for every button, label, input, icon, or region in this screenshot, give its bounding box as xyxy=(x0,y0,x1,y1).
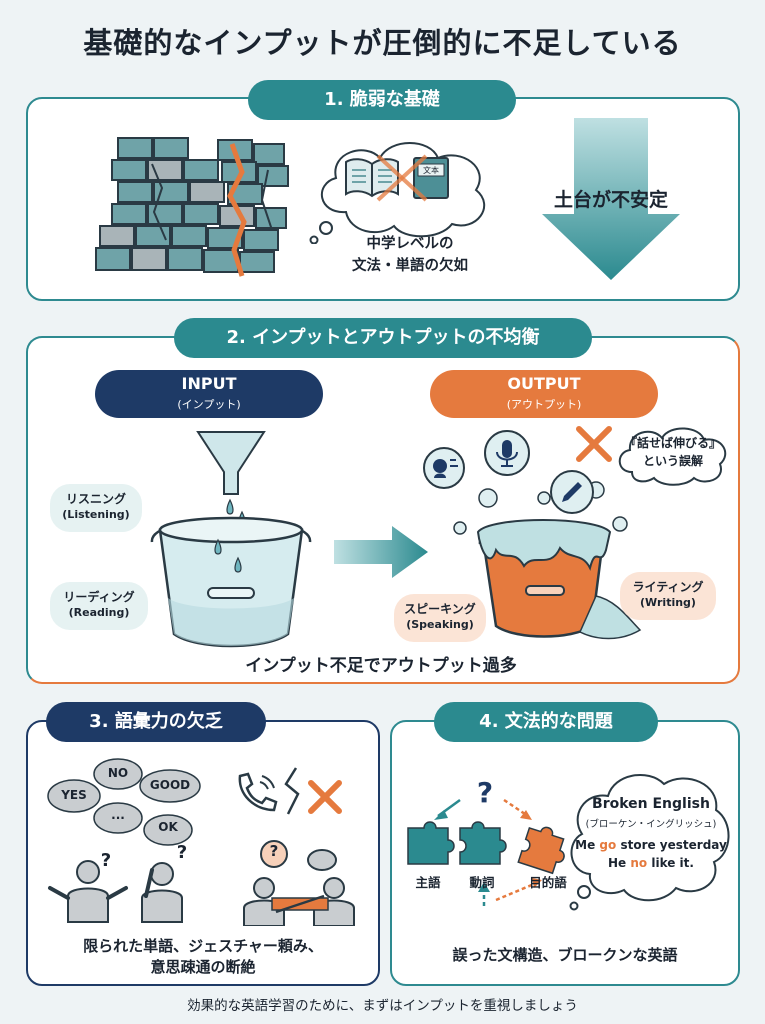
question-mark-1: ? xyxy=(100,850,112,871)
broken-english-subtitle: (ブローケン・イングリッシュ) xyxy=(585,819,717,830)
subject-label: 主語 xyxy=(415,875,441,890)
section-4-caption: 誤った文構造、ブロークンな英語 xyxy=(452,946,678,964)
example-2-post: like it. xyxy=(647,856,694,870)
cracked-wall-illustration xyxy=(95,137,289,277)
example-2-highlight: no xyxy=(630,856,648,870)
arrow-label: 土台が不安定 xyxy=(553,189,668,211)
word-no: NO xyxy=(107,766,129,780)
section-3-caption-line2: 意思疎通の断絶 xyxy=(150,958,256,976)
big-question-mark: ? xyxy=(476,776,494,809)
speech-bubble-icon xyxy=(423,447,465,489)
listening-bubble xyxy=(50,484,142,532)
section-3-heading: 3. 語彙力の欠乏 xyxy=(46,702,266,742)
cross-icon xyxy=(576,426,612,462)
myth-line1: 『話せば伸びる』 xyxy=(624,436,721,450)
page-title: 基礎的なインプットが圧倒的に不足している xyxy=(83,26,682,60)
example-sentence-2: He no like it. xyxy=(572,856,730,870)
phone-icon xyxy=(238,772,278,812)
microphone-icon xyxy=(484,430,530,476)
book-cover-label: 文本 xyxy=(423,166,439,175)
input-sub-label: (インプット) xyxy=(177,398,241,411)
cross-icon-small xyxy=(308,780,342,814)
thought-text-line2: 文法・単語の欠如 xyxy=(352,258,468,274)
output-label-bar xyxy=(430,370,658,418)
output-sub-label: (アウトプット) xyxy=(506,398,582,411)
listening-label: リスニング xyxy=(65,492,126,506)
broken-signal-icon xyxy=(284,767,300,815)
broken-english-cloud xyxy=(569,774,730,911)
reading-bubble xyxy=(50,582,148,630)
broken-english-title: Broken English xyxy=(592,796,710,812)
writing-bubble xyxy=(620,572,716,620)
open-book-icon xyxy=(345,158,399,198)
reading-label: リーディング xyxy=(63,590,135,604)
confused-people-illustration xyxy=(48,860,183,923)
reading-en-label: (Reading) xyxy=(68,606,130,619)
object-label: 目的語 xyxy=(529,875,567,890)
example-2-pre: He xyxy=(608,856,631,870)
example-1-pre: Me xyxy=(575,838,600,852)
speaking-label: スピーキング xyxy=(404,602,476,616)
input-bucket-illustration xyxy=(150,431,312,648)
output-label: OUTPUT xyxy=(507,374,581,393)
section-2-caption: インプット不足でアウトプット過多 xyxy=(245,656,517,676)
myth-line2: という誤解 xyxy=(642,454,703,468)
footer-note: 効果的な英語学習のために、まずはインプットを重視しましょう xyxy=(187,998,578,1014)
puzzle-diagram xyxy=(407,798,565,906)
listening-en-label: (Listening) xyxy=(62,508,130,521)
verb-label: 動詞 xyxy=(469,875,495,890)
thought-text-line1: 中学レベルの xyxy=(366,236,454,252)
input-label-bar xyxy=(95,370,323,418)
question-mark-2: ? xyxy=(176,842,188,863)
cross-out-icon xyxy=(376,154,428,202)
speaking-en-label: (Speaking) xyxy=(406,618,474,631)
word-good: GOOD xyxy=(149,778,191,792)
speaking-bubble xyxy=(394,594,486,642)
writing-label: ライティング xyxy=(632,580,704,594)
section-2-heading: 2. インプットとアウトプットの不均衡 xyxy=(174,318,592,358)
word-bubbles-illustration xyxy=(47,758,201,846)
example-sentence-1: Me go store yesterday xyxy=(572,838,730,852)
section-4-heading: 4. 文法的な問題 xyxy=(434,702,658,742)
pen-icon xyxy=(550,470,594,514)
myth-cloud xyxy=(618,427,727,486)
disconnect-people-illustration xyxy=(243,840,355,926)
writing-en-label: (Writing) xyxy=(640,596,696,609)
word-yes: YES xyxy=(61,788,87,802)
word-ok: OK xyxy=(158,820,178,834)
input-label: INPUT xyxy=(181,374,237,393)
down-arrow-icon xyxy=(542,118,680,280)
right-arrow-icon xyxy=(334,526,428,578)
closed-book-icon xyxy=(413,157,449,199)
output-bucket-illustration xyxy=(453,481,642,640)
example-1-highlight: go xyxy=(599,838,617,852)
section-3-caption-line1: 限られた単語、ジェスチャー頼み、 xyxy=(83,937,323,955)
section-1-heading: 1. 脆弱な基礎 xyxy=(248,80,516,120)
word-ellipsis: ... xyxy=(111,808,125,822)
example-1-post: store yesterday xyxy=(616,838,727,852)
question-mark-3: ? xyxy=(269,842,279,860)
